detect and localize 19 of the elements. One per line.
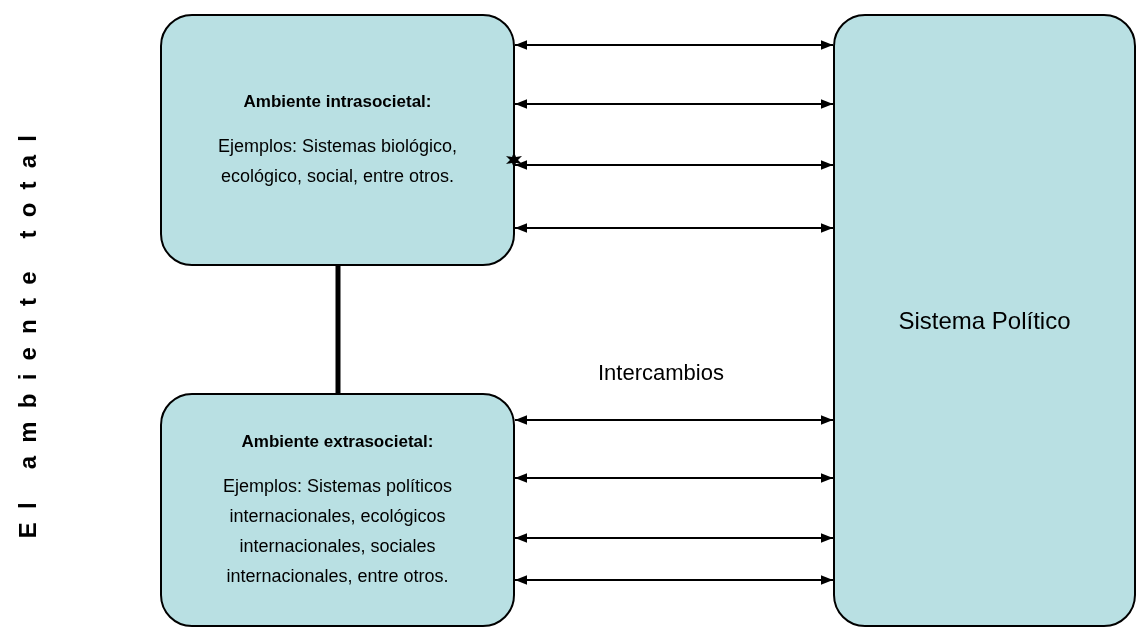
double-arrow (514, 575, 834, 585)
double-arrow (514, 533, 834, 543)
double-arrow (514, 415, 834, 425)
box-heading: Ambiente extrasocietal: (241, 431, 434, 454)
box-title: Sistema Político (898, 305, 1071, 336)
box-heading: Ambiente intrasocietal: (243, 91, 432, 114)
connector-line (335, 266, 341, 393)
double-arrow (514, 40, 834, 50)
rounded-box (160, 393, 515, 627)
box-text: Ejemplos: Sistemas biológico, ecológico, social, entre otros. (216, 134, 459, 188)
vertical-title: El ambiente total (13, 120, 42, 541)
exchange-label: Intercambios (598, 359, 724, 387)
rounded-box (833, 14, 1136, 627)
double-arrow (514, 223, 834, 233)
double-arrow (514, 99, 834, 109)
double-arrow (514, 160, 834, 170)
box-text: Ejemplos: Sistemas políticos internacionales, ecológicos internacionales, sociales internacionales, entre otros. (221, 474, 454, 588)
rounded-box (160, 14, 515, 266)
double-arrow (514, 473, 834, 483)
